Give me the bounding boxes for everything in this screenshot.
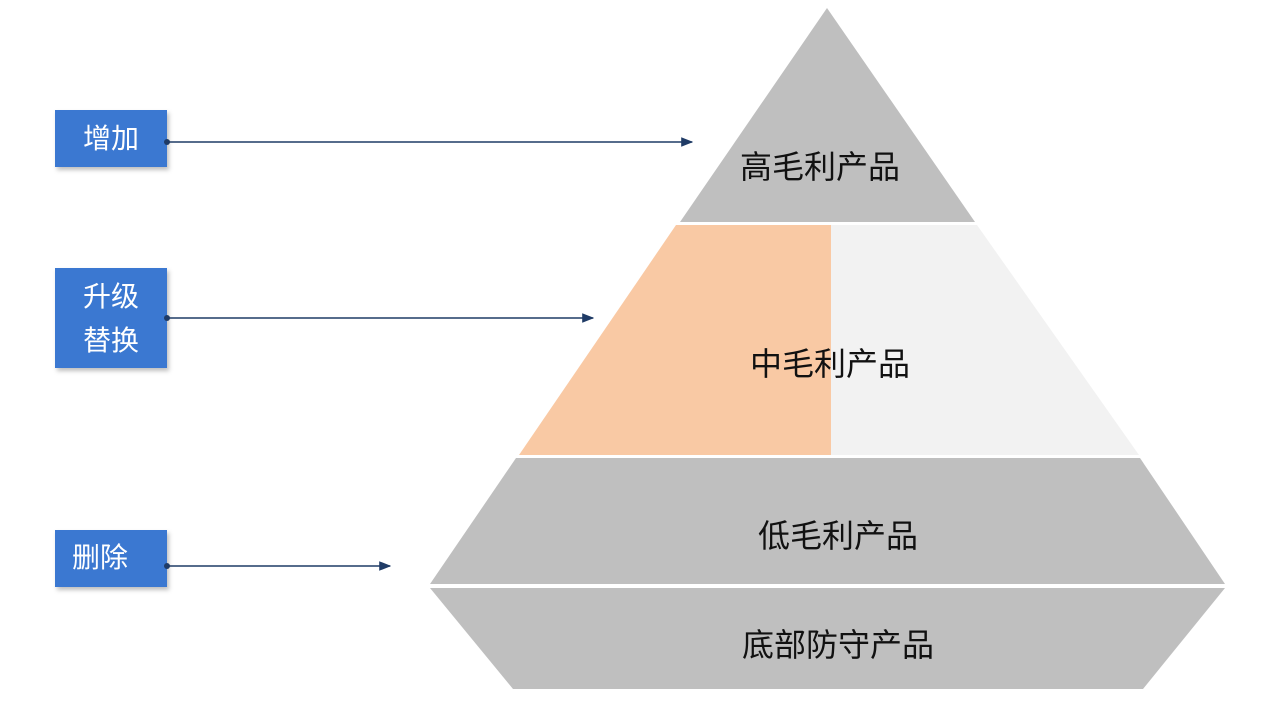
tier-low-shape [430,458,1225,584]
add-action-label: 增加 [83,122,139,155]
add-action-box [55,110,167,167]
tier-mid-right-shape [831,225,1139,455]
delete-action-box [55,530,167,587]
tier-high-shape [680,8,975,222]
upgrade-action-label-line1: 升级 [83,280,139,313]
tier-low-label: 低毛利产品 [758,517,918,555]
delete-action-label: 删除 [72,541,128,574]
tier-mid-left-shape [519,225,831,455]
upgrade-action-box [55,268,167,368]
tier-base-label: 底部防守产品 [742,626,934,664]
upgrade-action-label-line2: 替换 [83,324,139,357]
tier-base-shape [430,588,1225,689]
tier-mid-label: 中毛利产品 [750,345,910,383]
tier-high-label: 高毛利产品 [740,148,900,186]
